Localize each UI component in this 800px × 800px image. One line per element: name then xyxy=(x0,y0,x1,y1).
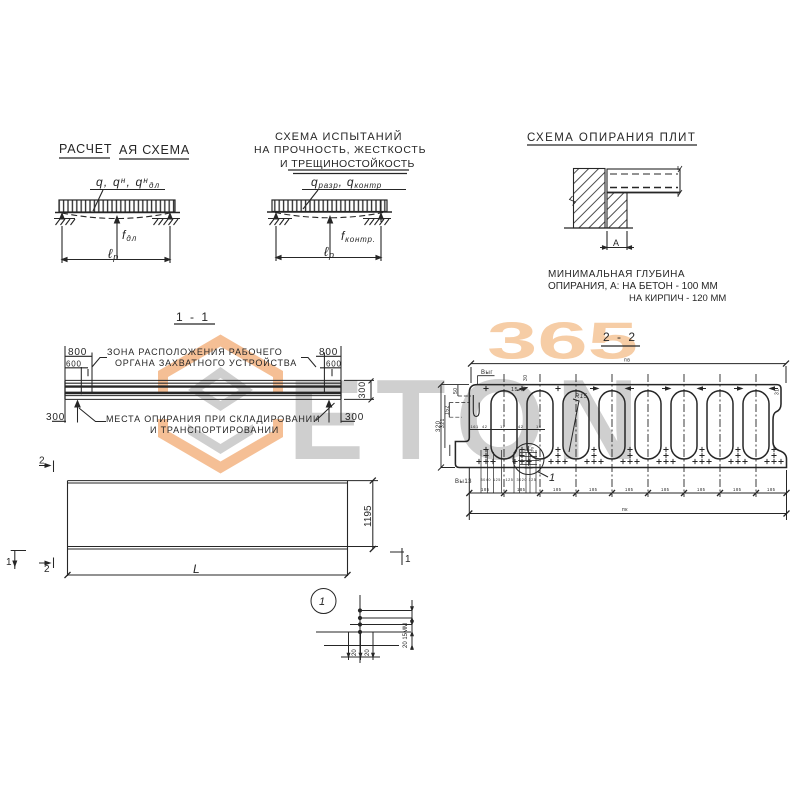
svg-text:321: 321 xyxy=(440,418,446,428)
svg-text:185: 185 xyxy=(661,487,670,492)
svg-text:185: 185 xyxy=(625,487,634,492)
svg-text:q, qн, qндл: q, qн, qндл xyxy=(96,175,160,190)
svg-text:1: 1 xyxy=(319,596,325,608)
svg-text:СХЕМА ОПИРАНИЯ ПЛИТ: СХЕМА ОПИРАНИЯ ПЛИТ xyxy=(527,132,696,144)
svg-text:1: 1 xyxy=(549,472,556,484)
svg-text:125: 125 xyxy=(506,478,514,482)
svg-text:161: 161 xyxy=(471,424,479,429)
svg-text:30: 30 xyxy=(523,374,529,381)
svg-text:31: 31 xyxy=(775,388,781,395)
svg-text:20 15ММ: 20 15ММ xyxy=(403,623,409,648)
svg-text:МЕСТА ОПИРАНИЯ ПРИ СКЛАДИРОВАН: МЕСТА ОПИРАНИЯ ПРИ СКЛАДИРОВАНИИ xyxy=(106,414,320,424)
svg-text:ℓp: ℓp xyxy=(324,244,335,260)
svg-text:42: 42 xyxy=(482,424,488,429)
svg-text:320: 320 xyxy=(436,420,442,432)
svg-text:НА ПРОЧНОСТЬ, ЖЕСТКОСТЬ: НА ПРОЧНОСТЬ, ЖЕСТКОСТЬ xyxy=(254,144,426,156)
svg-text:L: L xyxy=(193,562,200,576)
svg-text:185: 185 xyxy=(589,487,598,492)
svg-text:365: 365 xyxy=(487,313,638,371)
svg-text:qразр, qконтр: qразр, qконтр xyxy=(311,175,382,190)
svg-text:2 - 2: 2 - 2 xyxy=(603,330,637,344)
svg-text:1: 1 xyxy=(6,557,12,568)
svg-text:3020: 3020 xyxy=(517,478,527,482)
svg-text:пв: пв xyxy=(624,358,630,364)
svg-text:185: 185 xyxy=(767,487,776,492)
svg-text:300: 300 xyxy=(46,412,65,423)
svg-text:R15: R15 xyxy=(575,394,588,400)
svg-text:185: 185 xyxy=(553,487,562,492)
svg-text:125: 125 xyxy=(529,478,537,482)
svg-text:42: 42 xyxy=(518,424,524,429)
svg-text:20: 20 xyxy=(365,649,371,656)
svg-text:СХЕМА ИСПЫТАНИЙ: СХЕМА ИСПЫТАНИЙ xyxy=(275,130,403,143)
svg-text:А: А xyxy=(613,238,619,248)
svg-text:И ТРЕЩИНОСТОЙКОСТЬ: И ТРЕЩИНОСТОЙКОСТЬ xyxy=(280,157,415,170)
svg-text:600: 600 xyxy=(66,360,82,369)
svg-text:800: 800 xyxy=(68,347,87,358)
svg-text:18: 18 xyxy=(536,424,542,429)
svg-text:ОПИРАНИЯ, А: НА БЕТОН - 100 ММ: ОПИРАНИЯ, А: НА БЕТОН - 100 ММ xyxy=(548,281,718,292)
svg-text:РАСЧЕТ: РАСЧЕТ xyxy=(59,142,112,156)
svg-text:НА КИРПИЧ - 120 ММ: НА КИРПИЧ - 120 ММ xyxy=(629,293,726,304)
svg-text:МИНИМАЛЬНАЯ ГЛУБИНА: МИНИМАЛЬНАЯ ГЛУБИНА xyxy=(548,269,685,280)
svg-text:50: 50 xyxy=(453,387,459,394)
svg-text:800: 800 xyxy=(319,347,338,358)
svg-text:600: 600 xyxy=(326,360,342,369)
svg-text:20: 20 xyxy=(530,446,535,452)
svg-text:185: 185 xyxy=(697,487,706,492)
svg-text:Выг: Выг xyxy=(481,370,493,376)
svg-text:17: 17 xyxy=(500,424,506,429)
svg-text:3040: 3040 xyxy=(481,478,491,482)
svg-text:300: 300 xyxy=(345,412,364,423)
svg-text:1195: 1195 xyxy=(363,505,374,527)
svg-text:ЗОНА РАСПОЛОЖЕНИЯ РАБОЧЕГО: ЗОНА РАСПОЛОЖЕНИЯ РАБОЧЕГО xyxy=(107,347,283,357)
svg-text:1: 1 xyxy=(405,554,411,565)
svg-text:Вы13: Вы13 xyxy=(455,479,472,485)
svg-text:ETON: ETON xyxy=(288,357,651,484)
svg-text:АЯ СХЕМА: АЯ СХЕМА xyxy=(119,143,190,157)
svg-text:125: 125 xyxy=(493,478,501,482)
svg-text:пк: пк xyxy=(622,507,628,513)
svg-text:fдл: fдл xyxy=(122,228,137,243)
svg-text:2: 2 xyxy=(44,564,50,575)
svg-text:2: 2 xyxy=(39,456,45,467)
svg-text:185: 185 xyxy=(733,487,742,492)
svg-text:1 - 1: 1 - 1 xyxy=(176,310,210,324)
svg-text:185: 185 xyxy=(481,487,490,492)
svg-text:185: 185 xyxy=(517,487,526,492)
svg-text:20: 20 xyxy=(352,649,358,656)
svg-text:15: 15 xyxy=(511,387,518,393)
svg-text:И ТРАНСПОРТИРОВАНИИ: И ТРАНСПОРТИРОВАНИИ xyxy=(150,425,279,435)
svg-text:ОРГАНА ЗАХВАТНОГО УСТРОЙСТВА: ОРГАНА ЗАХВАТНОГО УСТРОЙСТВА xyxy=(115,357,297,368)
svg-text:152: 152 xyxy=(445,405,451,415)
svg-text:300: 300 xyxy=(357,381,367,398)
svg-text:fконтр.: fконтр. xyxy=(341,229,376,244)
svg-text:ℓp: ℓp xyxy=(108,246,119,262)
